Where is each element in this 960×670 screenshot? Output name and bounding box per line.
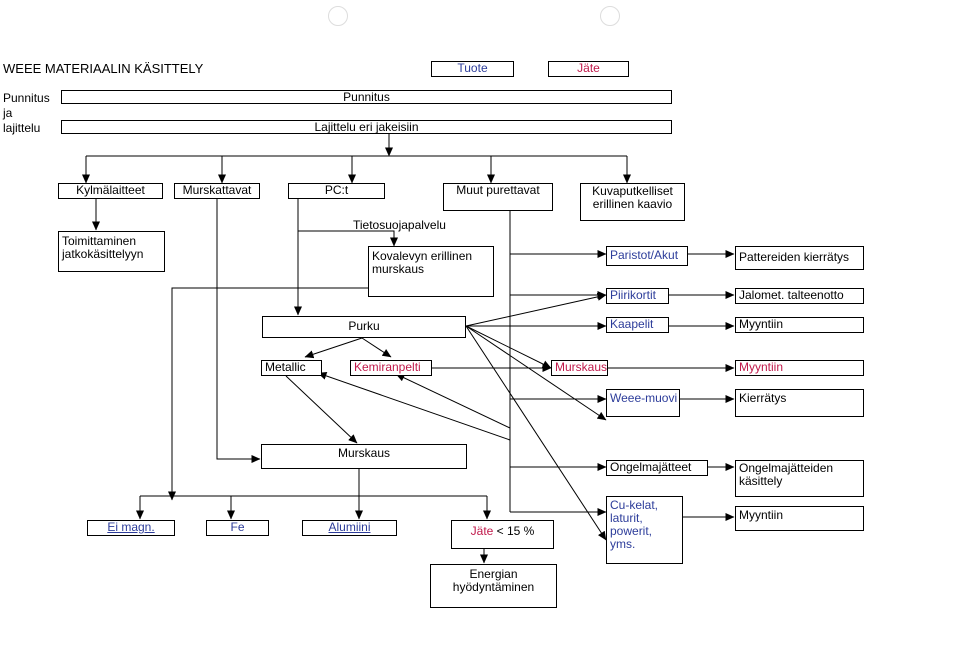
- sale-shredded: Myyntiin: [735, 360, 864, 376]
- legend-product: Tuote: [431, 61, 514, 77]
- hazardous-label: Ongelmajätteet: [610, 460, 692, 474]
- further-line2: jatkokäsittelyyn: [62, 247, 144, 261]
- sale-cu-label: Myyntiin: [739, 508, 784, 522]
- sale-cables: Myyntiin: [735, 317, 864, 333]
- hdd-line2: murskaus: [372, 262, 425, 276]
- metallic-label: Metallic: [265, 360, 306, 374]
- waste-share: < 15 %: [493, 524, 535, 538]
- hdd-shredding: Kovalevyn erillinen murskaus: [368, 246, 494, 297]
- sale-cu: Myyntiin: [735, 506, 864, 531]
- hdd-line1: Kovalevyn erillinen: [372, 249, 473, 263]
- circuit-boards-label: Piirikortit: [610, 288, 657, 302]
- hazardous-treatment: Ongelmajätteiden käsittely: [735, 460, 864, 497]
- aluminium-label: Alumiini: [328, 520, 371, 534]
- side-label-1: Punnitus: [3, 91, 50, 105]
- cables-label: Kaapelit: [610, 317, 654, 331]
- weighing-row: Punnitus: [61, 90, 672, 104]
- cat-shredded-label: Murskattavat: [182, 183, 252, 197]
- circuit-boards: Piirikortit: [606, 288, 669, 304]
- kemiranpelti-label: Kemiranpelti: [354, 360, 421, 374]
- cat-pc-label: PC:t: [324, 183, 349, 197]
- waste-label: Jäte: [470, 524, 494, 538]
- shredding-right: Murskaus: [551, 360, 608, 376]
- cu-parts: Cu-kelat, laturit, powerit, yms.: [606, 496, 683, 564]
- weighing-label: Punnitus: [343, 90, 390, 104]
- side-label-2: ja: [3, 106, 13, 120]
- sale-cables-label: Myyntiin: [739, 317, 784, 331]
- data-security-label: Tietosuojapalvelu: [353, 218, 446, 232]
- sale-shredded-label: Myyntiin: [739, 360, 784, 374]
- battery-recycling-label: Pattereiden kierrätys: [739, 250, 850, 264]
- cu-line4: yms.: [610, 537, 636, 551]
- batteries: Paristot/Akut: [606, 246, 688, 266]
- cat-other: Muut purettavat: [443, 183, 553, 211]
- batteries-label: Paristot/Akut: [610, 248, 679, 262]
- plastic-recycling-label: Kierrätys: [739, 391, 787, 405]
- energy-utilisation: Energian hyödyntäminen: [430, 564, 557, 608]
- cat-other-label: Muut purettavat: [456, 183, 540, 197]
- cu-line1: Cu-kelat,: [610, 498, 659, 512]
- cat-pc: PC:t: [288, 183, 385, 199]
- hazardous-treatment-line2: käsittely: [739, 474, 783, 488]
- cu-line2: laturit,: [610, 511, 643, 525]
- further-processing: Toimittaminen jatkokäsittelyyn: [58, 231, 165, 272]
- weee-plastic: Weee-muovi: [606, 389, 680, 417]
- energy-line1: Energian: [469, 567, 518, 581]
- cat-fridges-label: Kylmälaitteet: [76, 183, 145, 197]
- non-magnetic: Ei magn.: [87, 520, 175, 536]
- waste-fraction: Jäte < 15 %: [451, 520, 554, 549]
- shredding-center: Murskaus: [261, 444, 467, 469]
- cat-crt-line1: Kuvaputkelliset: [592, 184, 673, 198]
- dismantling-label: Purku: [348, 319, 380, 333]
- battery-recycling: Pattereiden kierrätys: [735, 246, 864, 270]
- iron-fraction: Fe: [206, 520, 269, 536]
- non-magnetic-label: Ei magn.: [107, 520, 155, 534]
- scan-mark: [600, 6, 620, 26]
- legend-product-label: Tuote: [457, 61, 488, 75]
- cat-crt: Kuvaputkelliset erillinen kaavio: [580, 183, 685, 221]
- side-label-3: lajittelu: [3, 121, 41, 135]
- precious-metal-recovery: Jalomet. talteenotto: [735, 288, 864, 304]
- cables: Kaapelit: [606, 317, 669, 333]
- aluminium-fraction: Alumiini: [302, 520, 397, 536]
- sorting-row: Lajittelu eri jakeisiin: [61, 120, 672, 134]
- legend-waste-label: Jäte: [577, 61, 600, 75]
- cat-fridges: Kylmälaitteet: [58, 183, 163, 199]
- scan-mark: [328, 6, 348, 26]
- cat-shredded: Murskattavat: [174, 183, 260, 199]
- further-line1: Toimittaminen: [62, 234, 137, 248]
- cu-line3: powerit,: [610, 524, 653, 538]
- energy-line2: hyödyntäminen: [452, 580, 535, 594]
- cat-crt-line2: erillinen kaavio: [592, 197, 673, 211]
- weee-plastic-label: Weee-muovi: [610, 391, 678, 405]
- metallic: Metallic: [261, 360, 322, 376]
- precious-metal-label: Jalomet. talteenotto: [739, 288, 844, 302]
- legend-waste: Jäte: [548, 61, 629, 77]
- shredding-right-label: Murskaus: [555, 360, 608, 374]
- dismantling: Purku: [262, 316, 466, 338]
- kemiranpelti: Kemiranpelti: [350, 360, 432, 376]
- hazardous-treatment-line1: Ongelmajätteiden: [739, 461, 834, 475]
- iron-label: Fe: [230, 520, 245, 534]
- plastic-recycling: Kierrätys: [735, 389, 864, 417]
- shredding-center-label: Murskaus: [337, 446, 390, 460]
- sorting-label: Lajittelu eri jakeisiin: [314, 120, 419, 134]
- hazardous-waste: Ongelmajätteet: [606, 460, 708, 476]
- page-title: WEEE MATERIAALIN KÄSITTELY: [3, 61, 204, 76]
